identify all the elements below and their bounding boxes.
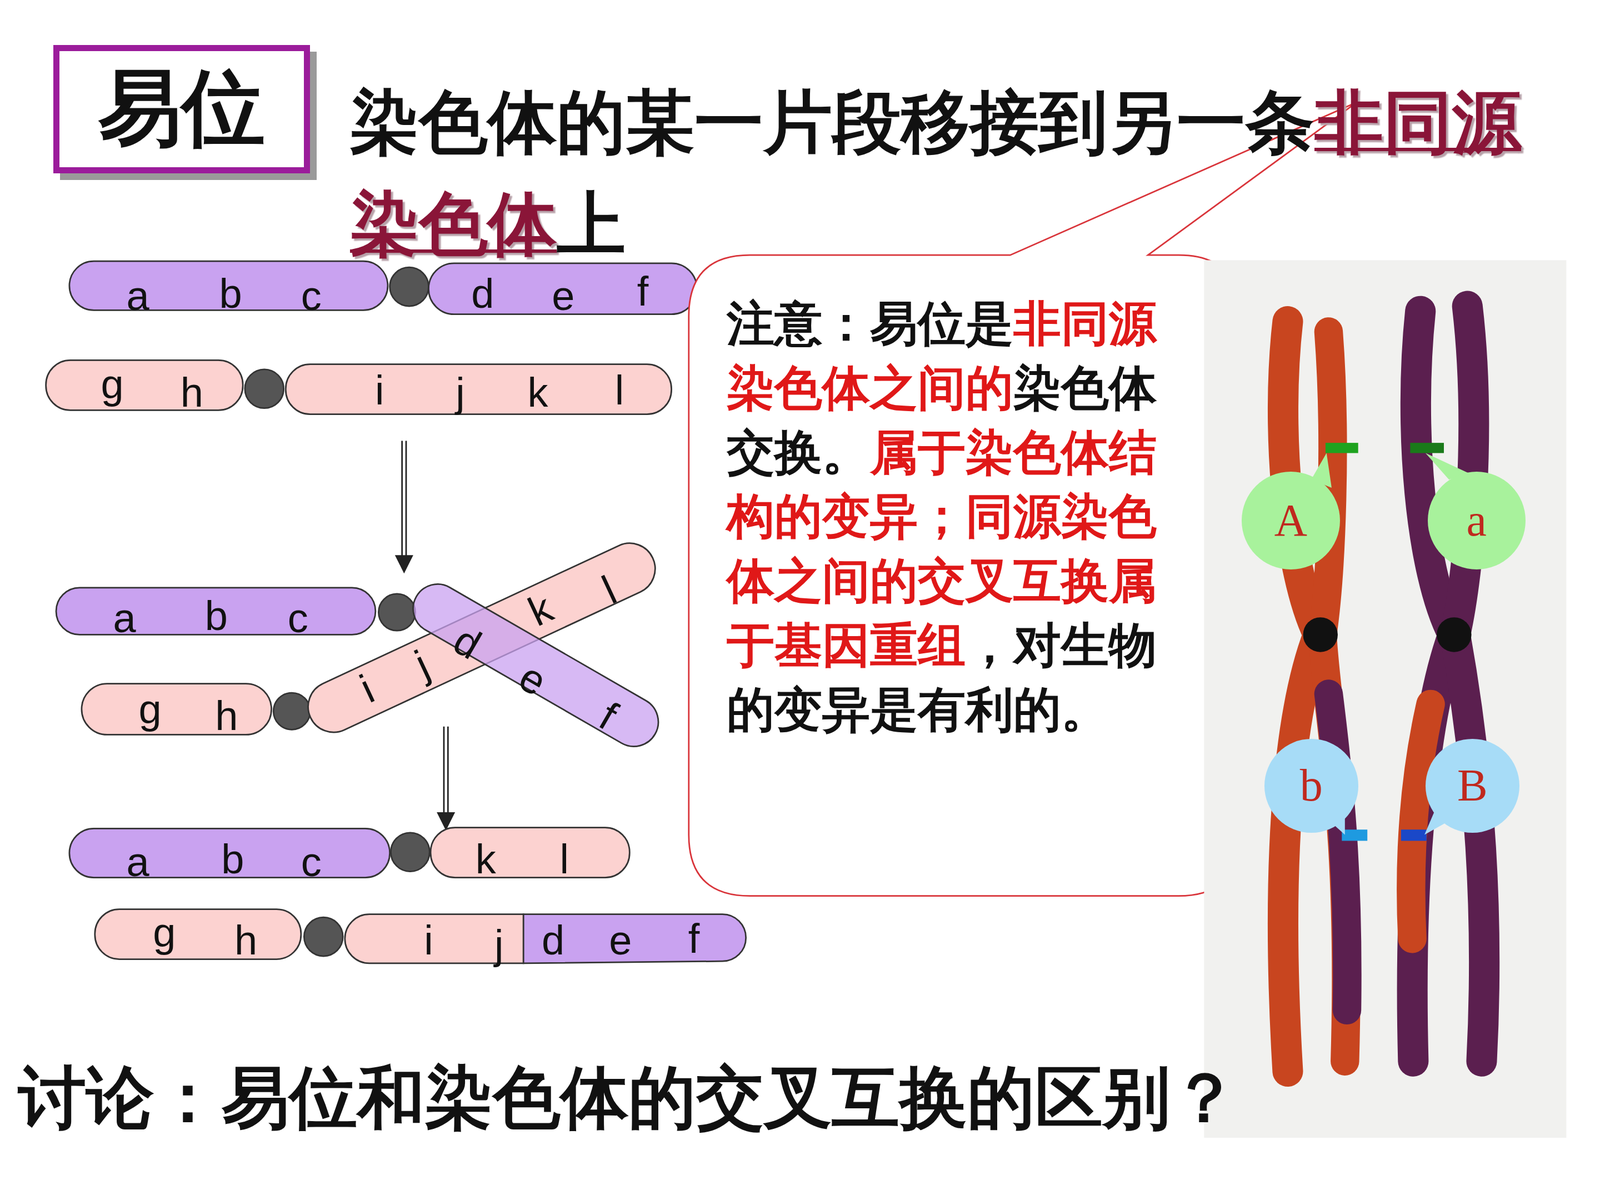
- gene-letter: d: [541, 920, 565, 962]
- gene-letter: h: [234, 920, 258, 962]
- gene-letter: a: [126, 841, 149, 883]
- gene-letter: j: [455, 372, 465, 414]
- gene-circle: a: [1427, 471, 1526, 570]
- gene-letter: g: [152, 912, 176, 954]
- gene-letter: c: [301, 275, 322, 317]
- gene-circle: B: [1425, 738, 1520, 833]
- gene-letter: a: [126, 275, 149, 317]
- gene-letter: e: [551, 275, 575, 317]
- gene-letter: g: [100, 363, 124, 405]
- gene-label: b: [1300, 759, 1323, 812]
- gene-letter: i: [423, 920, 433, 962]
- gene-label: A: [1274, 494, 1308, 547]
- chromosome-row-3: [56, 535, 668, 756]
- gene-letter: j: [494, 924, 504, 966]
- gene-letter: h: [180, 372, 204, 414]
- gene-letter: a: [113, 597, 137, 639]
- gene-letter: c: [301, 841, 322, 883]
- gene-letter: f: [688, 918, 700, 960]
- gene-letter: k: [475, 838, 497, 880]
- gene-label: a: [1466, 494, 1487, 547]
- title-box: 易位: [53, 45, 311, 174]
- chromosome-row-4: [69, 827, 747, 964]
- discussion-question: 讨论：易位和染色体的交叉互换的区别？: [18, 1057, 1239, 1139]
- gene-circle: b: [1264, 738, 1359, 833]
- callout-note: 注意：易位是非同源染色体之间的染色体交换。属于染色体结构的变异；同源染色体之间的…: [726, 291, 1176, 742]
- gene-letter: b: [205, 595, 228, 637]
- gene-label: B: [1457, 759, 1488, 812]
- photo-panel: [1203, 260, 1567, 1138]
- gene-letter: e: [608, 920, 632, 962]
- heading: 染色体的某一片段移接到另一条: [350, 82, 1315, 163]
- heading-block: 染色体的某一片段移接到另一条非同源染色体上: [350, 71, 1589, 276]
- gene-letter: g: [138, 688, 162, 730]
- gene-letter: l: [559, 838, 569, 880]
- note-text: 注意：易位是: [726, 295, 1014, 352]
- chromosome-row-1: [46, 261, 698, 415]
- gene-letter: h: [215, 695, 238, 737]
- homologous-chromosomes: [1283, 306, 1485, 1072]
- gene-letter: c: [287, 597, 309, 639]
- gene-letter: b: [219, 273, 243, 315]
- gene-letter: l: [615, 370, 624, 412]
- gene-circle: A: [1241, 471, 1340, 570]
- gene-letter: k: [527, 372, 548, 414]
- gene-letter: d: [471, 273, 494, 315]
- heading-end: 上: [556, 183, 626, 264]
- gene-letter: f: [637, 271, 649, 313]
- box-title: 易位: [98, 53, 265, 166]
- gene-letter: b: [221, 838, 244, 880]
- gene-letter: i: [375, 370, 384, 412]
